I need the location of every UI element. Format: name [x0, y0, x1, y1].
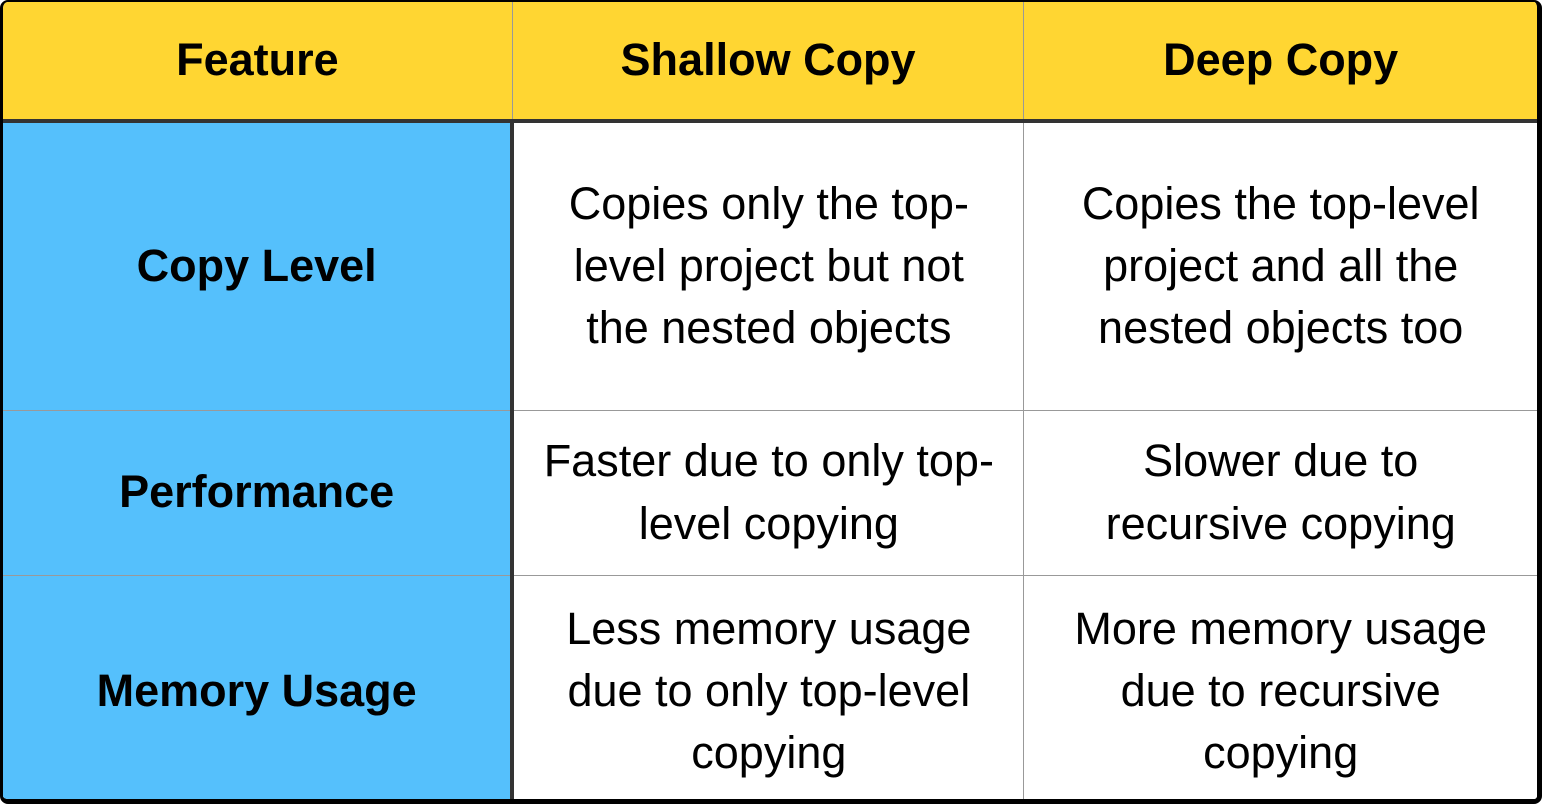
deep-copy-cell: Copies the top-level project and all the… [1023, 120, 1537, 411]
table-row-performance: Performance Faster due to only top-level… [3, 409, 1537, 576]
shallow-vs-deep-copy-table: Feature Shallow Copy Deep Copy Copy Leve… [3, 2, 1537, 799]
row-header-copy-level: Copy Level [3, 120, 515, 411]
table-header-row: Feature Shallow Copy Deep Copy [3, 2, 1537, 123]
row-header-performance: Performance [3, 409, 515, 576]
deep-copy-cell: Slower due to recursive copying [1023, 409, 1537, 576]
shallow-copy-cell: Less memory usage due to only top-level … [511, 574, 1025, 799]
deep-copy-cell: More memory usage due to recursive copyi… [1023, 574, 1537, 799]
row-header-memory-usage: Memory Usage [3, 574, 515, 799]
shallow-copy-cell: Copies only the top-level project but no… [511, 120, 1025, 411]
column-header-deep-copy: Deep Copy [1023, 2, 1537, 123]
column-header-shallow-copy: Shallow Copy [511, 2, 1025, 123]
shallow-copy-cell: Faster due to only top-level copying [511, 409, 1025, 576]
column-header-feature: Feature [3, 2, 513, 123]
table-row-memory-usage: Memory Usage Less memory usage due to on… [3, 574, 1537, 799]
table-row-copy-level: Copy Level Copies only the top-level pro… [3, 120, 1537, 411]
